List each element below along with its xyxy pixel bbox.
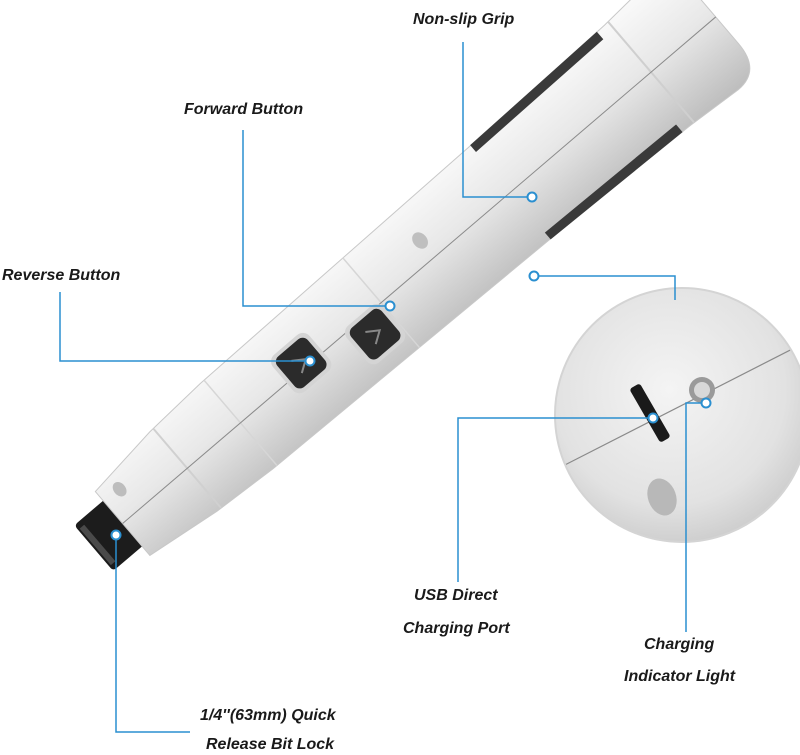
body-hole	[412, 232, 428, 249]
label-usb-port-line1: USB Direct	[414, 587, 498, 604]
callout-light	[685, 402, 706, 632]
grip-strip-top	[470, 31, 604, 152]
bit-chuck	[75, 499, 144, 570]
screwdriver-body	[94, 0, 751, 557]
screwdriver	[75, 0, 751, 570]
label-indicator-line1: Charging	[644, 636, 715, 653]
inset-hole	[647, 478, 677, 516]
label-reverse-button: Reverse Button	[2, 267, 121, 284]
callout-bitlock	[115, 535, 190, 733]
callout-lines	[59, 42, 706, 733]
callout-forward	[242, 130, 390, 307]
usb-port	[630, 384, 670, 442]
label-forward-button: Forward Button	[184, 101, 304, 118]
label-indicator-line2: Indicator Light	[624, 668, 736, 685]
callout-grip	[462, 42, 532, 198]
callout-usb	[457, 417, 653, 582]
label-non-slip-grip: Non-slip Grip	[413, 11, 515, 28]
callout-reverse	[59, 292, 310, 362]
grip-strip-bottom	[544, 124, 683, 240]
callout-dots	[110, 191, 712, 541]
label-bit-lock-line2: Release Bit Lock	[206, 736, 335, 753]
zoom-inset	[554, 287, 800, 543]
label-bit-lock-line1: 1/4''(63mm) Quick	[200, 707, 336, 724]
callout-indicator	[534, 275, 676, 300]
forward-button[interactable]	[341, 300, 409, 368]
label-usb-port-line2: Charging Port	[403, 620, 510, 637]
